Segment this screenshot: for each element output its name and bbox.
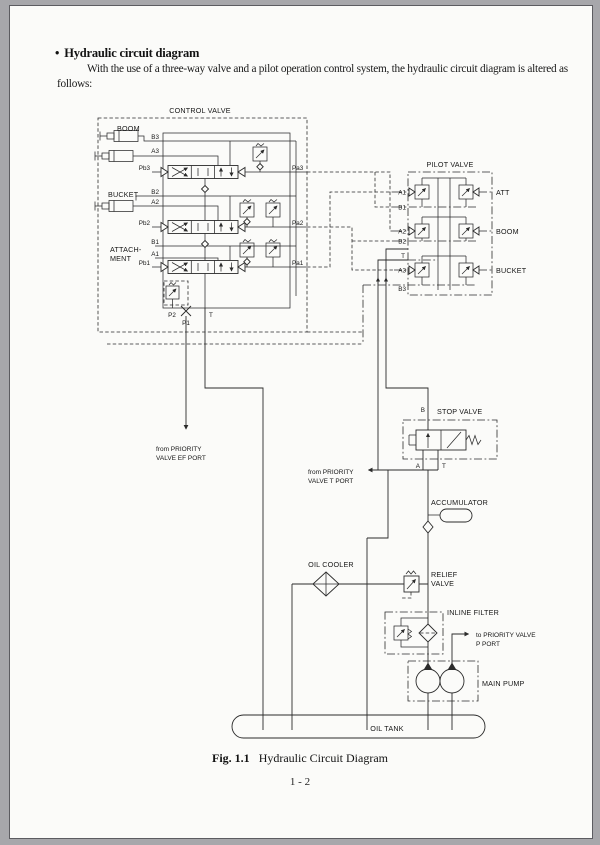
inline-filter-label: INLINE FILTER [447, 608, 499, 617]
bucket-cylinder-icon [94, 200, 134, 212]
from-ef-port-label-line1: from PRIORITY [156, 446, 202, 453]
port-pb2: Pb2 [139, 220, 151, 227]
oil-cooler-label: OIL COOLER [308, 560, 354, 569]
port-b3: B3 [151, 134, 159, 141]
from-ef-port-label-line2: VALVE EF PORT [156, 455, 206, 462]
section-title: • Hydraulic circuit diagram [55, 46, 199, 61]
port-pa3: Pa3 [292, 165, 304, 172]
body-paragraph: With the use of a three-way valve and a … [57, 63, 568, 91]
port-t: T [209, 312, 213, 319]
pump-icon [439, 668, 465, 694]
pump-icon [415, 668, 441, 694]
annotations: from PRIORITY VALVE EF PORT from PRIORIT… [156, 446, 536, 648]
pilot-port-b2: B2 [398, 239, 406, 246]
stop-valve-port-t: T [442, 463, 446, 470]
bullet-icon: • [55, 46, 60, 60]
attachment-spool-valve [160, 260, 246, 274]
accumulator: ACCUMULATOR [422, 498, 488, 534]
port-pa2: Pa2 [292, 220, 304, 227]
relief-valve-label-line1: RELIEF [431, 570, 458, 579]
pilot-row-bucket [363, 255, 492, 286]
plumbing-lines [183, 308, 438, 730]
pilot-boom-label: BOOM [496, 227, 519, 236]
pilot-port-b1: B1 [398, 205, 406, 212]
pilot-row-att [394, 177, 492, 208]
figure-caption: Fig. 1.1 Hydraulic Circuit Diagram [0, 751, 600, 766]
port-a3: A3 [151, 148, 159, 155]
check-valve-icon [422, 520, 434, 534]
pilot-valve: PILOT VALVE [363, 160, 527, 470]
port-pb1: Pb1 [139, 260, 151, 267]
stop-valve-port-a: A [416, 463, 421, 470]
pilot-port-b3: B3 [398, 286, 406, 293]
figure-number: Fig. 1.1 [212, 751, 250, 765]
boom-section-relief [252, 142, 268, 172]
boom-label: BOOM [117, 124, 140, 133]
main-pump: MAIN PUMP [407, 631, 525, 730]
figure-title: Hydraulic Circuit Diagram [258, 751, 388, 765]
to-p-port-label-line1: to PRIORITY VALVE [476, 632, 536, 639]
check-valve-icon [200, 239, 210, 249]
oil-tank: OIL TANK [231, 714, 486, 739]
paper-background [9, 5, 593, 839]
accumulator-label: ACCUMULATOR [431, 498, 488, 507]
port-pb3: Pb3 [139, 165, 151, 172]
pilot-port-t: T [401, 253, 405, 260]
port-p2: P2 [168, 312, 176, 319]
pilot-att-label: ATT [496, 188, 510, 197]
port-a2: A2 [151, 199, 159, 206]
from-t-port-label-line1: from PRIORITY [308, 469, 354, 476]
pilot-drain-line [377, 259, 408, 470]
tank-return-line [204, 308, 264, 730]
port-a1: A1 [151, 251, 159, 258]
main-pump-label: MAIN PUMP [482, 679, 525, 688]
port-pa1: Pa1 [292, 260, 304, 267]
pilot-valve-title: PILOT VALVE [427, 160, 474, 169]
pilot-port-a1: A1 [398, 190, 406, 197]
pilot-port-a3: A3 [398, 268, 406, 275]
pilot-line-lattice [107, 171, 394, 345]
oil-cooler: OIL COOLER [308, 560, 354, 597]
control-valve-title: CONTROL VALVE [169, 106, 231, 115]
section-title-text: Hydraulic circuit diagram [64, 46, 200, 60]
accumulator-icon [439, 508, 473, 523]
port-b1: B1 [151, 239, 159, 246]
control-valve: CONTROL VALVE [94, 106, 308, 333]
from-t-port-label-line2: VALVE T PORT [308, 478, 353, 485]
pilot-row-boom [394, 216, 492, 242]
to-p-port-label-line2: P PORT [476, 641, 500, 648]
pilot-supply-line [385, 248, 429, 430]
stop-valve-port-b: B [421, 407, 425, 414]
bucket-section-relief [239, 198, 281, 227]
attachment-label-line2: MENT [110, 254, 132, 263]
stop-valve-title: STOP VALVE [437, 407, 482, 416]
to-priority-line [451, 631, 470, 669]
inline-filter: INLINE FILTER [384, 608, 499, 655]
page-number: 1 - 2 [289, 776, 311, 788]
p2-relief-valve [163, 280, 189, 308]
boom-spool-valve [160, 165, 246, 179]
relief-valve: RELIEF VALVE [402, 570, 458, 599]
port-b2: B2 [151, 189, 159, 196]
bucket-label: BUCKET [108, 190, 139, 199]
bucket-spool-valve [160, 220, 246, 234]
boom-cylinder-icons [94, 130, 139, 162]
stop-valve: STOP VALVE B A T [402, 407, 498, 470]
attachment-label-line1: ATTACH- [110, 245, 142, 254]
check-valve-icon [200, 184, 210, 194]
pilot-bucket-label: BUCKET [496, 266, 527, 275]
oil-tank-label: OIL TANK [370, 724, 403, 733]
attachment-section-relief [239, 238, 281, 267]
relief-valve-label-line2: VALVE [431, 579, 454, 588]
p1-plug-icon [180, 305, 192, 317]
pilot-port-a2: A2 [398, 229, 406, 236]
